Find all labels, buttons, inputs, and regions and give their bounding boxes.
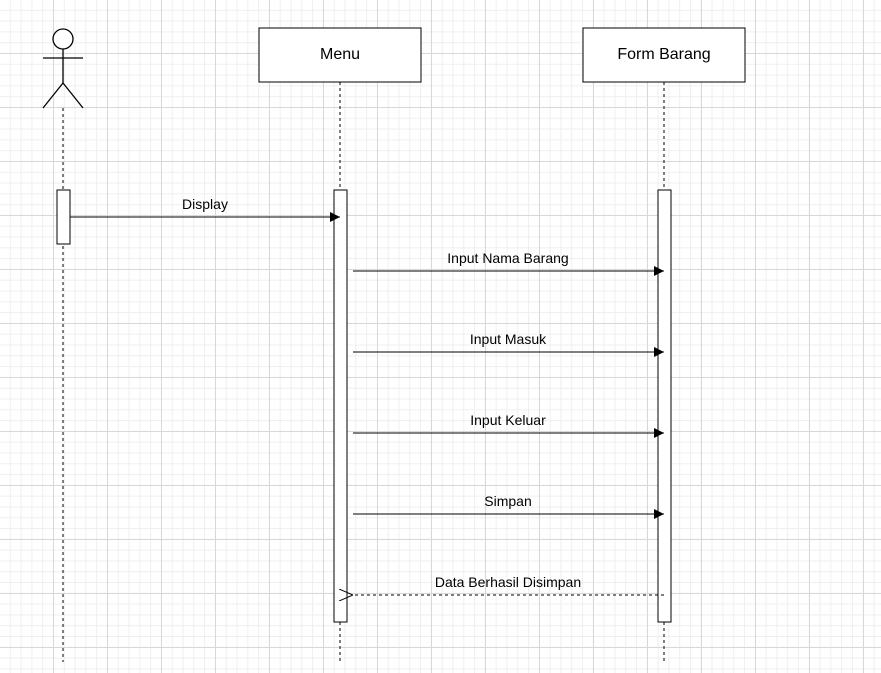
message-data-berhasil-disimpan-label: Data Berhasil Disimpan [435, 574, 581, 590]
message-simpan-label: Simpan [484, 493, 531, 509]
menu-activation [333, 189, 348, 623]
message-display-label: Display [182, 196, 228, 212]
menu-label: Menu [320, 46, 360, 63]
message-input-keluar-label: Input Keluar [470, 412, 546, 428]
form-barang-activation [657, 189, 672, 623]
form-barang-label: Form Barang [617, 46, 710, 63]
menu-box [258, 27, 422, 83]
form-barang-box [582, 27, 746, 83]
message-input-nama-barang-label: Input Nama Barang [447, 250, 568, 266]
message-input-masuk-label: Input Masuk [470, 331, 547, 347]
actor-stick-figure [42, 28, 84, 109]
actor-activation [56, 189, 71, 245]
